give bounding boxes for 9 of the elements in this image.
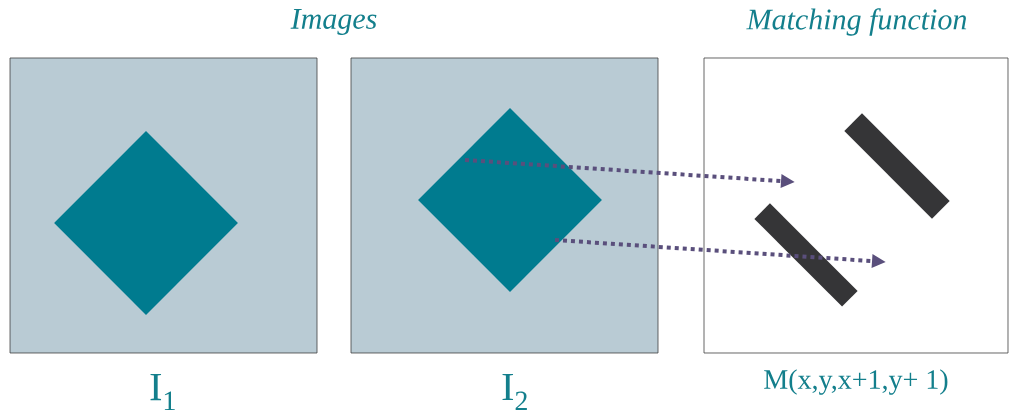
diamond-shape xyxy=(54,131,238,315)
heading: Images xyxy=(290,9,377,35)
heading: Matching function xyxy=(746,8,967,36)
bar-shape xyxy=(754,203,858,307)
node-label: I$_{1}$ xyxy=(150,373,175,411)
node-label: M(x,y,x+1,y+ 1) xyxy=(764,369,948,395)
node-label: I$_{2}$ xyxy=(502,373,527,411)
bar-shape xyxy=(844,113,950,219)
diamond-shape xyxy=(418,108,602,292)
